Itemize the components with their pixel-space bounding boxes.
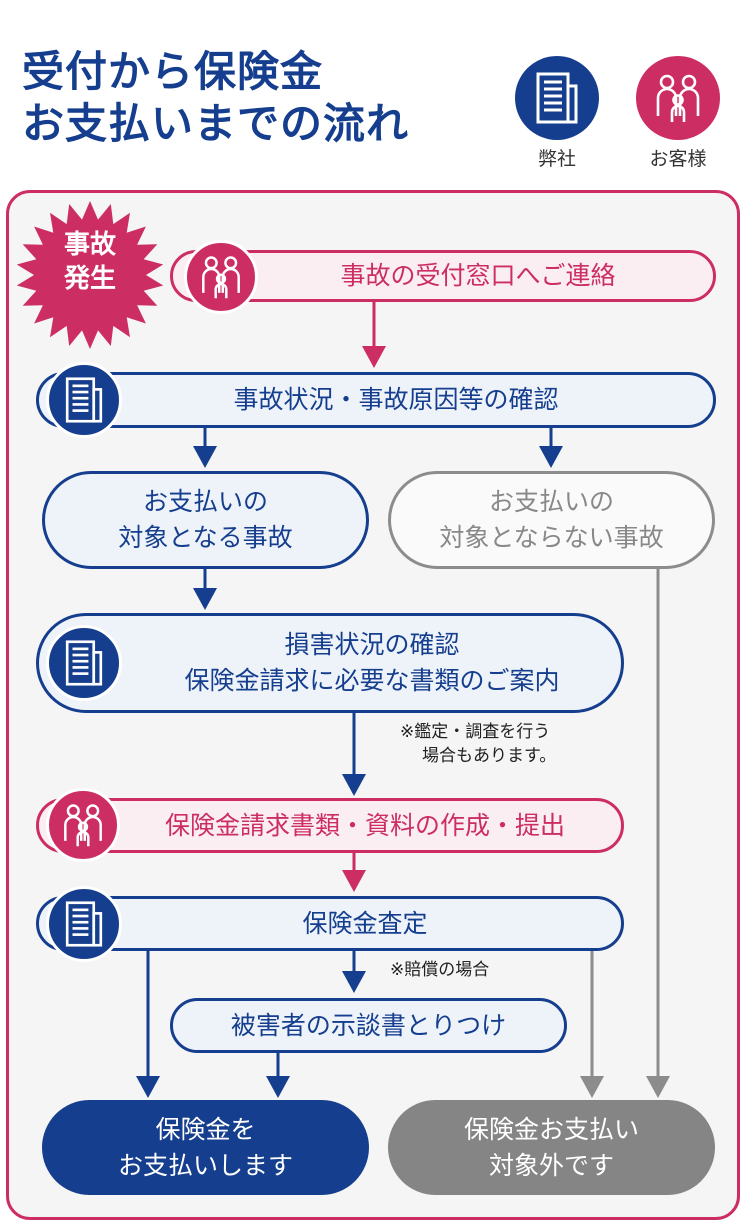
step-not-covered: お支払いの対象とならない事故 [388,471,715,569]
arrow-confirm-to-covered [193,428,217,468]
arrow-settlement-to-pay [266,1053,290,1098]
outcome-pay-line-2: お支払いします [117,1150,293,1180]
start-burst-label: 事故 発生 [30,228,150,296]
arrow-damage-to-submit [342,713,366,796]
step-covered: お支払いの対象となる事故 [42,471,369,569]
arrow-submit-to-assessment [342,853,366,892]
step-confirm-cause-label: 事故状況・事故原因等の確認 [233,385,559,414]
step-contact: 事故の受付窓口へご連絡 [170,250,716,302]
legend-customer: お客様 [636,56,720,171]
start-burst-icon [16,201,164,349]
start-burst-line-2: 発生 [63,264,116,294]
title-line-2: お支払いまでの流れ [22,99,410,148]
note-appraisal: ※鑑定・調査を行う 場合もあります。 [400,720,556,768]
arrow-contact-to-confirm [362,302,386,368]
arrow-assessment-to-settlement [342,951,366,993]
start-burst-line-1: 事故 [63,230,116,260]
step-covered-line-2: 対象となる事故 [118,523,293,552]
step-submit-docs-label: 保険金請求書類・資料の作成・提出 [164,810,565,840]
outcome-no-pay-line-1: 保険金お支払い [463,1114,639,1144]
arrow-not-covered-to-no-pay [646,569,670,1098]
legend-company-label: 弊社 [537,148,576,170]
building-icon [515,56,599,140]
legend-customer-label: お客様 [649,148,707,170]
arrow-confirm-to-not-covered [539,428,563,468]
legend-company: 弊社 [515,56,599,171]
step-damage-check-line-2: 保険金請求に必要な書類のご案内 [184,666,560,695]
step-assessment-label: 保険金査定 [302,908,428,938]
outcome-pay-line-1: 保険金を [155,1114,256,1144]
family-icon [184,240,258,314]
arrow-assessment-to-no-pay [580,951,604,1098]
page-title: 受付から保険金 お支払いまでの流れ [22,46,409,150]
note-appraisal-line-1: ※鑑定・調査を行う [400,722,551,742]
building-icon [46,625,122,701]
arrow-covered-to-damage [193,569,217,610]
step-not-covered-line-1: お支払いの [488,487,614,516]
note-liability: ※賠償の場合 [390,960,490,980]
step-damage-check: 損害状況の確認保険金請求に必要な書類のご案内 [36,613,624,713]
step-settlement-label: 被害者の示談書とりつけ [230,1010,507,1040]
step-confirm-cause: 事故状況・事故原因等の確認 [36,372,716,428]
step-settlement: 被害者の示談書とりつけ [170,998,567,1053]
outcome-no-pay-line-2: 対象外です [488,1150,614,1180]
outcome-no-pay: 保険金お支払い対象外です [388,1100,715,1195]
building-icon [46,362,122,438]
arrow-assessment-to-pay [136,951,160,1098]
step-covered-line-1: お支払いの [142,487,268,516]
step-assessment: 保険金査定 [36,896,624,951]
family-icon [46,788,120,862]
outcome-pay: 保険金をお支払いします [42,1100,369,1195]
title-line-1: 受付から保険金 [22,47,324,96]
step-contact-label: 事故の受付窓口へご連絡 [340,261,616,290]
step-damage-check-line-1: 損害状況の確認 [284,630,460,659]
step-submit-docs: 保険金請求書類・資料の作成・提出 [36,798,624,853]
family-icon [636,56,720,140]
note-appraisal-line-2: 場合もあります。 [422,746,557,766]
building-icon [46,886,122,962]
step-not-covered-line-2: 対象とならない事故 [439,523,664,552]
